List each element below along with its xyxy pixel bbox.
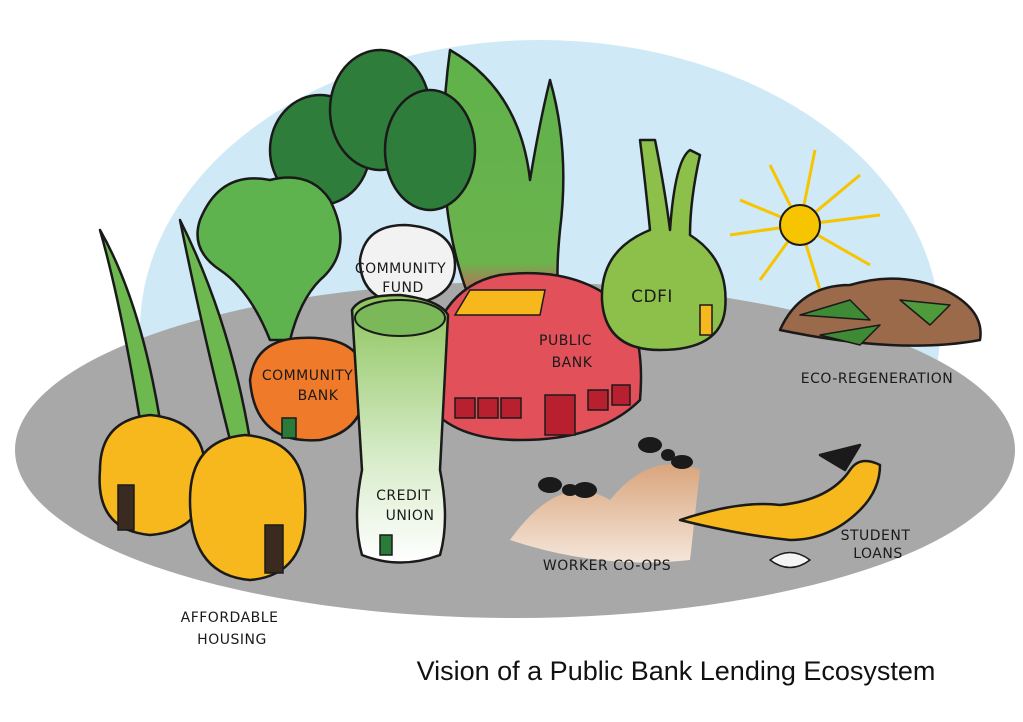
door — [699, 304, 713, 336]
door — [281, 417, 297, 439]
compost-pile — [778, 277, 982, 347]
label-worker-coops: Worker Co-ops — [543, 558, 671, 574]
label-community-bank: Community Bank — [262, 368, 358, 404]
credit-union-leek — [350, 293, 450, 564]
label-eco-regeneration: Eco-Regeneration — [801, 371, 954, 387]
community-fund-greens — [268, 48, 477, 212]
community-bank-greens — [196, 176, 342, 342]
leek-top — [354, 299, 446, 337]
sun-icon — [729, 149, 881, 291]
student-bird — [678, 443, 882, 569]
label-public-bank: Public Bank — [539, 333, 597, 371]
solar-panel — [453, 289, 546, 316]
illustration-title: Vision of a Public Bank Lending Ecosyste… — [417, 656, 936, 686]
door — [379, 534, 393, 556]
affordable-housing-onions — [98, 218, 307, 582]
public-bank-windows — [454, 384, 631, 436]
label-credit-union: Credit Union — [376, 488, 436, 524]
label-affordable-housing: Affordable Housing — [181, 610, 284, 648]
label-student-loans: Student Loans — [841, 528, 916, 562]
cdfi-bulb — [600, 138, 727, 352]
label-community-fund: Community Fund — [355, 261, 451, 296]
ant-icon — [538, 437, 693, 498]
label-cdfi: CDFI — [631, 287, 673, 307]
ant-hill — [510, 464, 700, 563]
